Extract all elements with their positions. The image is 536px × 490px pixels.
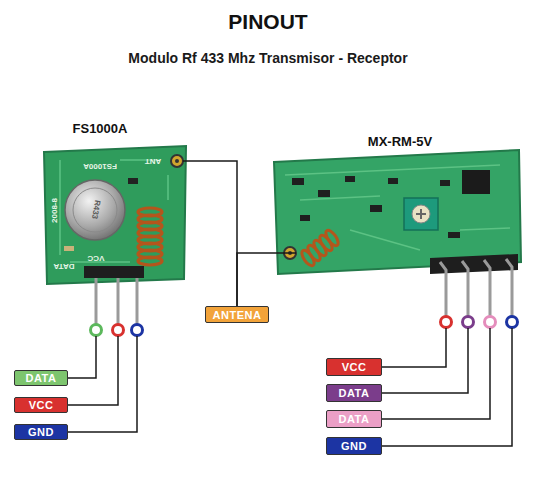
potentiometer-slot [416,209,426,219]
header-pin [440,259,512,316]
coil [300,228,341,267]
pin-marker [113,325,124,336]
leader-line [382,328,490,419]
leader-line [382,328,512,446]
leader-line [237,253,296,306]
pin-marker [485,317,496,328]
pin-marker [507,317,518,328]
pin-label: DATA [14,370,68,386]
module-name: FS1000A [55,121,145,136]
silkscreen-text: DATA [50,262,78,271]
pin-label: GND [326,437,382,455]
silkscreen-text: VCC [85,254,107,263]
pin-header [84,266,144,278]
pin-name: GND [341,440,367,452]
antenna-label: ANTENA [205,306,269,323]
pin-name: VCC [29,399,54,411]
leader-line [68,336,137,432]
pin-name: DATA [26,372,57,384]
pin-marker [463,317,474,328]
antenna-pad [284,247,296,259]
smd-component [128,178,138,184]
transmitter-module: FS1000A [38,142,183,336]
leader-line [183,161,237,306]
transmitter-pcb [44,146,186,284]
potentiometer [404,198,438,230]
antenna-hole [288,251,292,255]
pin-name: DATA [339,387,370,399]
leader-line [68,336,96,378]
smd-component [64,246,74,251]
receiver-pcb [274,150,521,274]
pin-name: ANTENA [213,309,262,321]
silkscreen-text: ANT [142,157,164,166]
leader-line [382,328,446,367]
pin-label: GND [14,424,68,440]
antenna-hole [175,159,179,163]
pin-label: VCC [14,397,68,413]
pin-marker [91,325,102,336]
pcb-trace [60,160,168,262]
pin-label: DATA [326,410,382,428]
silkscreen-text: FS1000A [78,162,122,171]
pin-name: VCC [342,361,367,373]
pin-marker [132,325,143,336]
title: PINOUT [0,10,536,34]
pin-marker [441,317,452,328]
module-name: MX-RM-5V [355,134,445,149]
leader-line [382,328,468,393]
pin-label: VCC [326,358,382,376]
receiver-module: MX-RM-5V [296,155,522,328]
leader-line [68,336,118,405]
coil [138,208,162,265]
potentiometer-knob [412,205,430,223]
silkscreen-text: 2008-8 [50,191,59,231]
ic-chip [462,170,490,194]
antenna-pad [171,155,183,167]
pin-name: GND [28,426,54,438]
pin-name: DATA [339,413,370,425]
header-pin [96,278,137,324]
crystal-can [65,180,125,240]
subtitle: Modulo Rf 433 Mhz Transmisor - Receptor [0,50,536,66]
smd-component [292,176,460,238]
pin-label: DATA [326,384,382,402]
crystal-rim [73,188,117,232]
